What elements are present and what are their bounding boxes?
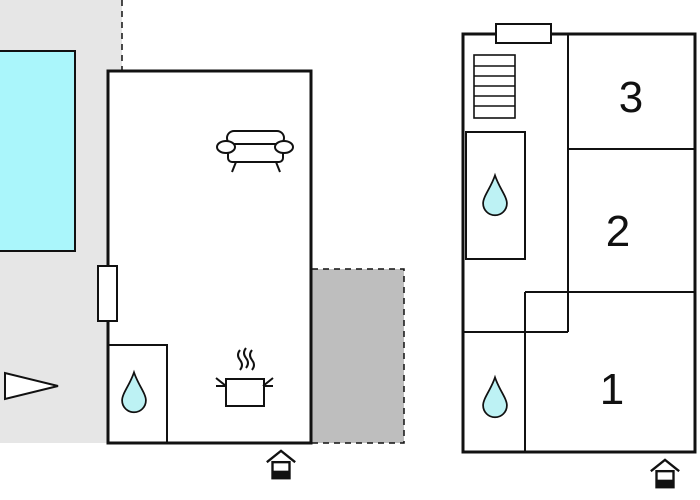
staircase-icon: [473, 54, 516, 119]
entrance-icon: [649, 458, 681, 489]
bedroom-2-label: 2: [606, 207, 630, 256]
sofa-icon: [216, 130, 294, 173]
upper-floor-plan: 3 2 1: [461, 23, 697, 489]
annex-boundary: [312, 268, 405, 444]
direction-arrow-icon: [4, 371, 59, 401]
ground-bathroom-walls: [108, 344, 168, 443]
ground-floor-plan: [0, 0, 405, 480]
bedroom-1-label: 1: [600, 365, 624, 414]
kitchen-pot-icon: [215, 347, 274, 407]
window-icon: [97, 265, 118, 322]
entrance-icon: [265, 449, 297, 480]
room-walls: [463, 34, 695, 452]
window-icon: [495, 23, 552, 44]
annex-area: [312, 269, 404, 443]
upper-floor-building: [461, 32, 697, 454]
swimming-pool: [0, 50, 76, 252]
bedroom-3-label: 3: [619, 73, 643, 122]
